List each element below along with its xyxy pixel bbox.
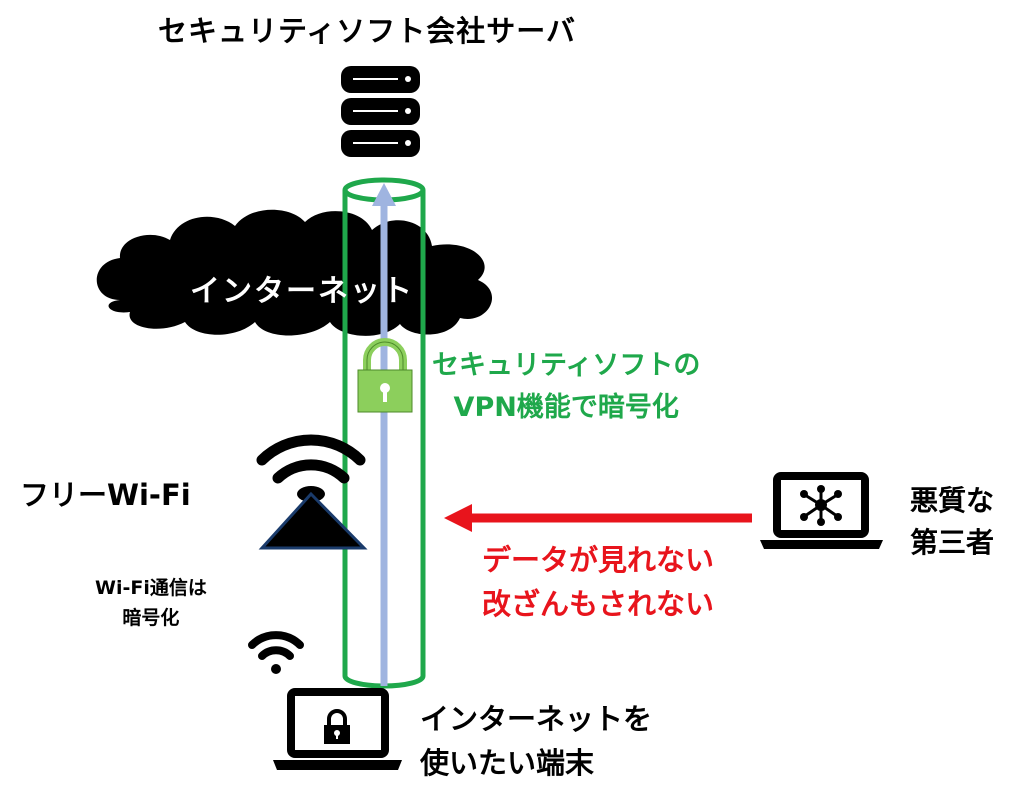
attack-arrow — [444, 504, 752, 532]
user-device-label: インターネットを 使いたい端末 — [420, 697, 652, 785]
attack-line2: 改ざんもされない — [482, 587, 715, 621]
vpn-encryption-label: セキュリティソフトの VPN機能で暗号化 — [432, 345, 700, 429]
third-party-line2: 第三者 — [910, 526, 995, 559]
database-server-icon — [341, 66, 420, 157]
wifi-encryption-label: Wi-Fi通信は 暗号化 — [95, 573, 207, 633]
vpn-label-line1: セキュリティソフトの — [432, 350, 701, 381]
wifi-enc-line1: Wi-Fi通信は — [95, 577, 207, 599]
free-wifi-label: フリーWi-Fi — [20, 478, 191, 512]
data-flow-arrow — [372, 183, 396, 686]
device-line2: 使いたい端末 — [420, 746, 595, 780]
wifi-signal-icon — [248, 631, 304, 674]
wifi-enc-line2: 暗号化 — [122, 607, 180, 629]
attack-line1: データが見れない — [482, 543, 715, 577]
device-line1: インターネットを — [420, 702, 653, 736]
third-party-label: 悪質な 第三者 — [910, 480, 994, 564]
server-label: セキュリティソフト会社サーバ — [158, 14, 576, 48]
padlock-icon — [357, 338, 413, 413]
attack-result-label: データが見れない 改ざんもされない — [482, 538, 714, 626]
cloud-icon — [96, 209, 493, 336]
third-party-line1: 悪質な — [910, 484, 995, 517]
laptop-lock-icon — [273, 688, 402, 770]
internet-label: インターネット — [190, 274, 414, 309]
laptop-network-icon — [760, 472, 883, 549]
wifi-access-point-icon — [256, 434, 368, 550]
vpn-label-line2: VPN機能で暗号化 — [453, 392, 679, 423]
